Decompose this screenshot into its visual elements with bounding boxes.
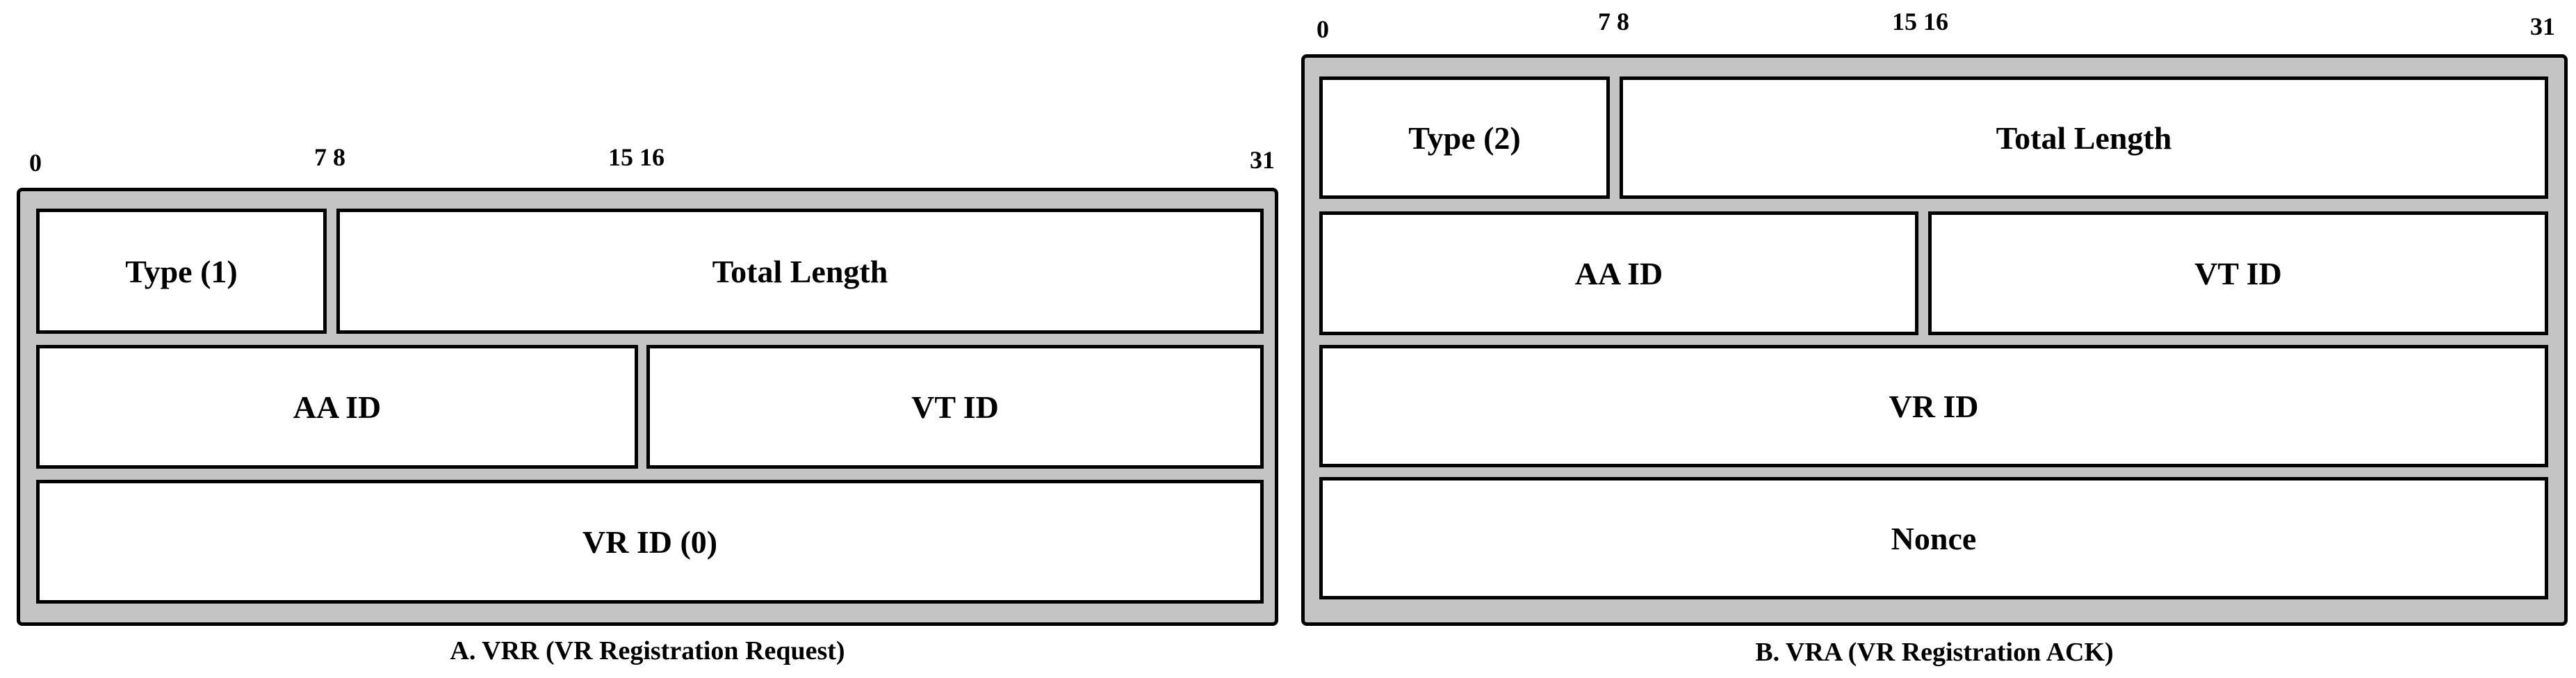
bit-label-15-16: 15 16 xyxy=(1892,8,1948,35)
vrr-aa-id-field: AA ID xyxy=(36,345,638,469)
bit-label-0: 0 xyxy=(1316,15,1329,43)
vra-total-length-field: Total Length xyxy=(1620,76,2548,199)
bit-label-31: 31 xyxy=(2530,13,2555,40)
vrr-total-length-field: Total Length xyxy=(336,209,1264,334)
vra-caption: B. VRA (VR Registration ACK) xyxy=(1755,638,2114,667)
vra-aa-id-field: AA ID xyxy=(1319,211,1918,335)
vrr-caption: A. VRR (VR Registration Request) xyxy=(450,636,845,665)
vra-vt-id-field: VT ID xyxy=(1928,211,2548,335)
vra-type-field: Type (2) xyxy=(1319,76,1610,199)
bit-label-0: 0 xyxy=(29,149,42,177)
bit-label-31: 31 xyxy=(1250,146,1275,174)
vra-vr-id-field: VR ID xyxy=(1319,345,2548,467)
vrr-type-field: Type (1) xyxy=(36,209,327,334)
bit-label-7-8: 7 8 xyxy=(314,143,345,171)
vra-nonce-field: Nonce xyxy=(1319,477,2548,599)
bit-label-15-16: 15 16 xyxy=(608,143,665,171)
vrr-vr-id-field: VR ID (0) xyxy=(36,480,1264,604)
vrr-vt-id-field: VT ID xyxy=(646,345,1264,469)
bit-label-7-8: 7 8 xyxy=(1598,8,1629,35)
